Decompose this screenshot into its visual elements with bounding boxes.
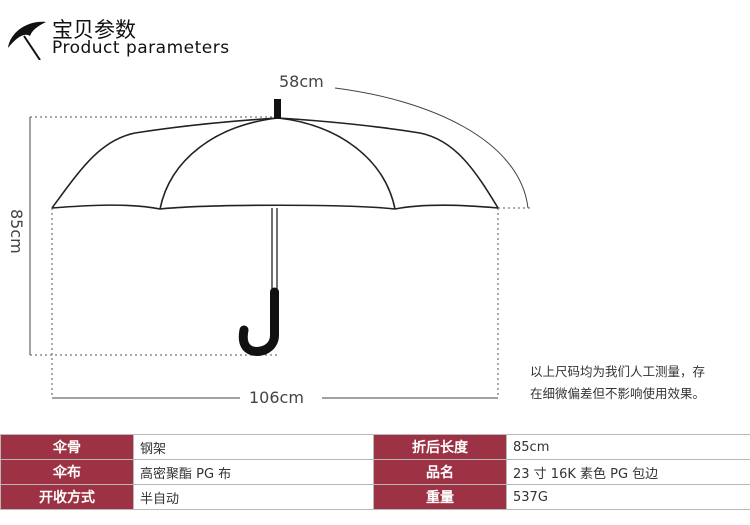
diameter-label: 106cm (246, 388, 307, 407)
param-value: 85cm (506, 434, 750, 460)
param-value: 半自动 (133, 484, 374, 510)
param-label: 重量 (373, 484, 507, 510)
umbrella-diagram (29, 87, 530, 399)
param-label: 开收方式 (0, 484, 134, 510)
param-label: 折后长度 (373, 434, 507, 460)
table-row: 开收方式 半自动 重量 537G (0, 484, 750, 510)
umbrella-canopy (51, 117, 499, 210)
param-value: 537G (506, 484, 750, 510)
dimension-lines (29, 87, 529, 399)
dimension-guides (30, 116, 530, 398)
table-row: 伞骨 钢架 折后长度 85cm (0, 434, 750, 460)
measurement-note: 以上尺码均为我们人工测量，存 在细微偏差但不影响使用效果。 (530, 361, 740, 405)
page-subtitle: Product parameters (52, 38, 230, 58)
table-row: 伞布 高密聚酯 PG 布 品名 23 寸 16K 素色 PG 包边 (0, 459, 750, 485)
umbrella-handle (238, 287, 279, 356)
param-value: 钢架 (133, 434, 374, 460)
height-label: 85cm (7, 209, 26, 254)
param-value: 高密聚酯 PG 布 (133, 459, 374, 485)
note-line-2: 在细微偏差但不影响使用效果。 (530, 386, 706, 401)
length-label: 58cm (279, 72, 324, 91)
param-value: 23 寸 16K 素色 PG 包边 (506, 459, 750, 485)
param-label: 伞骨 (0, 434, 134, 460)
umbrella-icon (8, 21, 46, 60)
param-label: 伞布 (0, 459, 134, 485)
umbrella-shaft (271, 208, 278, 290)
param-label: 品名 (373, 459, 507, 485)
note-line-1: 以上尺码均为我们人工测量，存 (530, 364, 706, 379)
umbrella-tip (274, 99, 281, 119)
page-title: 宝贝参数 (52, 18, 136, 42)
header: 宝贝参数 Product parameters (0, 0, 750, 70)
parameters-table: 伞骨 钢架 折后长度 85cm 伞布 高密聚酯 PG 布 品名 23 寸 16K… (0, 434, 750, 510)
